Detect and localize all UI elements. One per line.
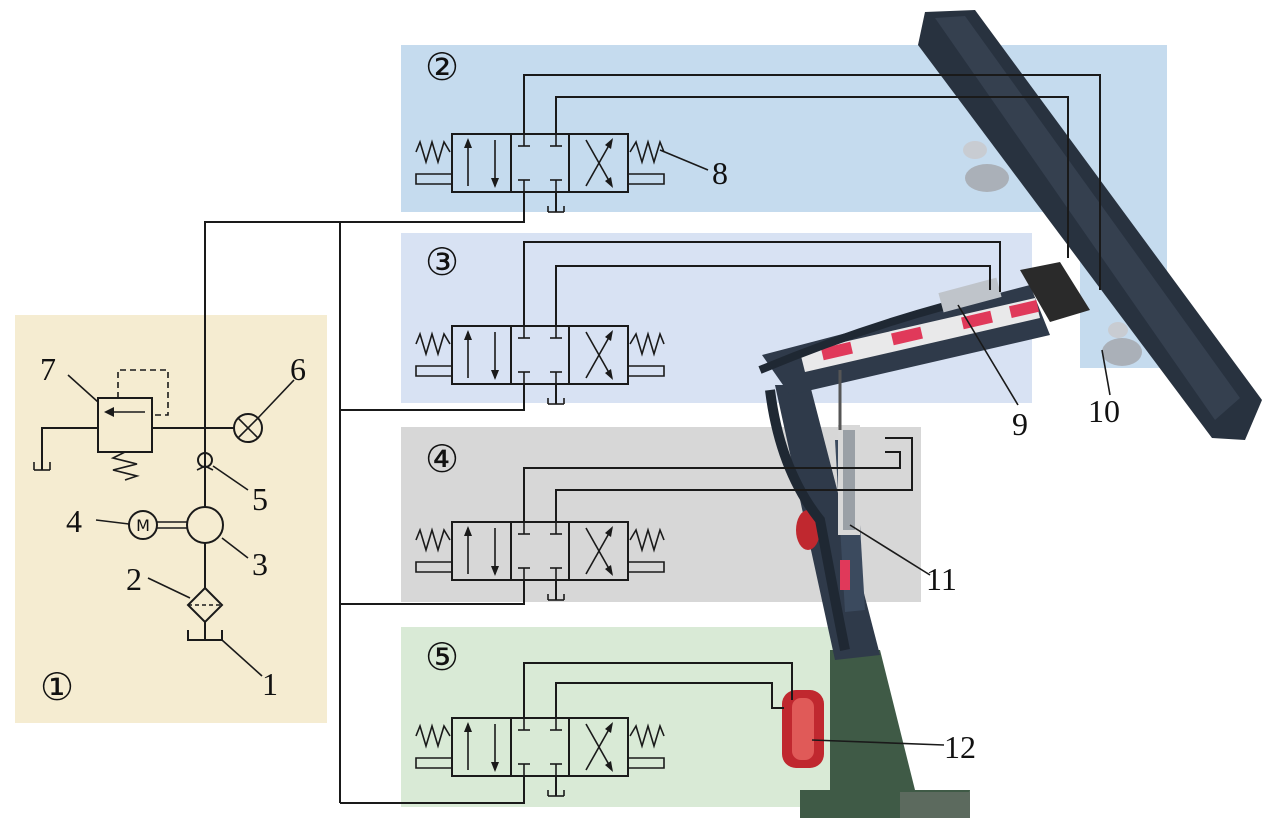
valve-4-actuator-lines — [523, 437, 913, 508]
callout-10: 10 — [1088, 393, 1120, 429]
power-unit-components: M — [33, 369, 295, 677]
tag-power-unit: ① — [40, 665, 74, 709]
tag-valve-group-4: ④ — [425, 437, 459, 481]
callout-12: 12 — [944, 729, 976, 765]
tag-valve-group-3: ③ — [425, 240, 459, 284]
tag-valve-group-2: ② — [425, 45, 459, 89]
electric-motor — [128, 510, 158, 540]
callout-8: 8 — [712, 155, 728, 191]
check-valve — [197, 452, 213, 468]
callout-7: 7 — [40, 351, 56, 387]
power-unit-panel — [15, 315, 327, 723]
callout-11: 11 — [926, 561, 957, 597]
manipulator-arm-illustration — [758, 262, 1090, 818]
callout-9: 9 — [1012, 406, 1028, 442]
callout-2: 2 — [126, 561, 142, 597]
oil-tank — [187, 630, 223, 641]
motor-symbol: M — [136, 516, 150, 535]
callout-1: 1 — [262, 666, 278, 702]
callout-6: 6 — [290, 351, 306, 387]
callout-leaders — [659, 149, 1111, 746]
valve-3-actuator-lines — [523, 241, 1001, 312]
callout-3: 3 — [252, 546, 268, 582]
pressure-gauge — [233, 413, 263, 443]
tag-valve-group-5: ⑤ — [425, 635, 459, 679]
callout-4: 4 — [66, 503, 82, 539]
valve-2-actuator-lines — [523, 74, 1101, 290]
valve-5-actuator-lines — [523, 662, 793, 709]
cutter-drum-illustration — [918, 10, 1262, 440]
pressure-supply-lines — [204, 206, 525, 804]
callout-5: 5 — [252, 481, 268, 517]
